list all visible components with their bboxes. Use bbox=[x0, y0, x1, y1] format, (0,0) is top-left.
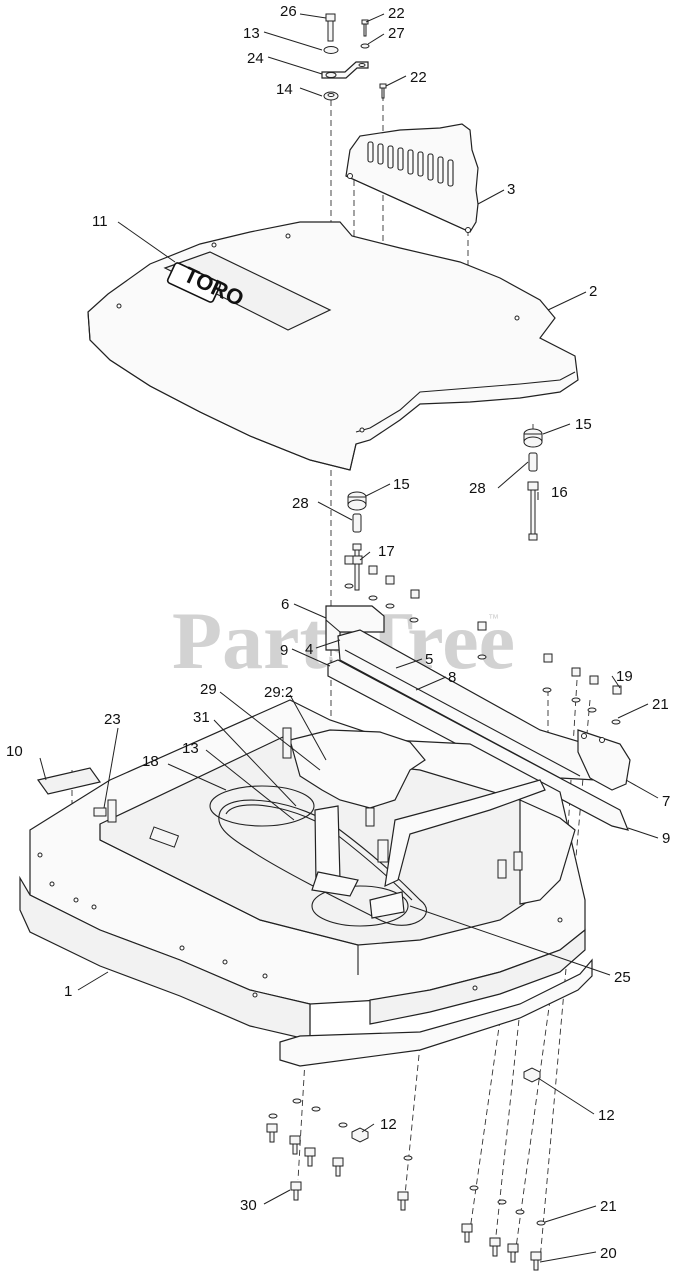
callout-9: 9 bbox=[280, 642, 288, 659]
callout-4: 4 bbox=[305, 641, 313, 658]
callout-6: 6 bbox=[281, 596, 289, 613]
callout-12: 12 bbox=[380, 1116, 397, 1133]
callout-labels: 26 22 13 27 24 22 14 3 11 2 15 28 16 28 … bbox=[6, 3, 670, 1262]
callout-14: 14 bbox=[276, 81, 293, 98]
callout-28: 28 bbox=[469, 480, 486, 497]
callout-15b: 15 bbox=[393, 476, 410, 493]
nut-row-top bbox=[344, 555, 622, 725]
callout-21: 21 bbox=[652, 696, 669, 713]
callout-5: 5 bbox=[425, 651, 433, 668]
spacer-stack-right bbox=[523, 428, 543, 541]
top-hardware-stack bbox=[321, 13, 387, 101]
callout-16: 16 bbox=[551, 484, 568, 501]
callout-9b: 9 bbox=[662, 830, 670, 847]
spacer-stack-left bbox=[347, 491, 367, 591]
callout-30: 30 bbox=[240, 1197, 257, 1214]
rail-assembly bbox=[325, 605, 631, 831]
callout-19: 19 bbox=[616, 668, 633, 685]
callout-15: 15 bbox=[575, 416, 592, 433]
callout-22: 22 bbox=[388, 5, 405, 22]
callout-3: 3 bbox=[507, 181, 515, 198]
cover-hood-part-2: TORO bbox=[87, 221, 579, 471]
callout-12b: 12 bbox=[598, 1107, 615, 1124]
callout-2: 2 bbox=[589, 283, 597, 300]
svg-text:™: ™ bbox=[488, 613, 499, 625]
callout-21b: 21 bbox=[600, 1198, 617, 1215]
callout-29-2: 29:2 bbox=[264, 684, 293, 701]
callout-26: 26 bbox=[280, 3, 297, 20]
vented-shield-part-3 bbox=[345, 123, 479, 233]
callout-8: 8 bbox=[448, 669, 456, 686]
callout-13: 13 bbox=[243, 25, 260, 42]
callout-7: 7 bbox=[662, 793, 670, 810]
callout-23: 23 bbox=[104, 711, 121, 728]
callout-27: 27 bbox=[388, 25, 405, 42]
callout-29: 29 bbox=[200, 681, 217, 698]
callout-20: 20 bbox=[600, 1245, 617, 1262]
callout-22b: 22 bbox=[410, 69, 427, 86]
callout-13b: 13 bbox=[182, 740, 199, 757]
callout-28b: 28 bbox=[292, 495, 309, 512]
bottom-hardware bbox=[266, 1067, 546, 1271]
callout-31: 31 bbox=[193, 709, 210, 726]
callout-24: 24 bbox=[247, 50, 264, 67]
callout-18: 18 bbox=[142, 753, 159, 770]
callout-17: 17 bbox=[378, 543, 395, 560]
callout-11: 11 bbox=[92, 213, 108, 230]
callout-1: 1 bbox=[64, 983, 72, 1000]
callout-10: 10 bbox=[6, 743, 23, 760]
callout-25: 25 bbox=[614, 969, 631, 986]
callout-leaders bbox=[39, 13, 659, 1263]
mower-deck-part-1 bbox=[19, 699, 593, 1067]
